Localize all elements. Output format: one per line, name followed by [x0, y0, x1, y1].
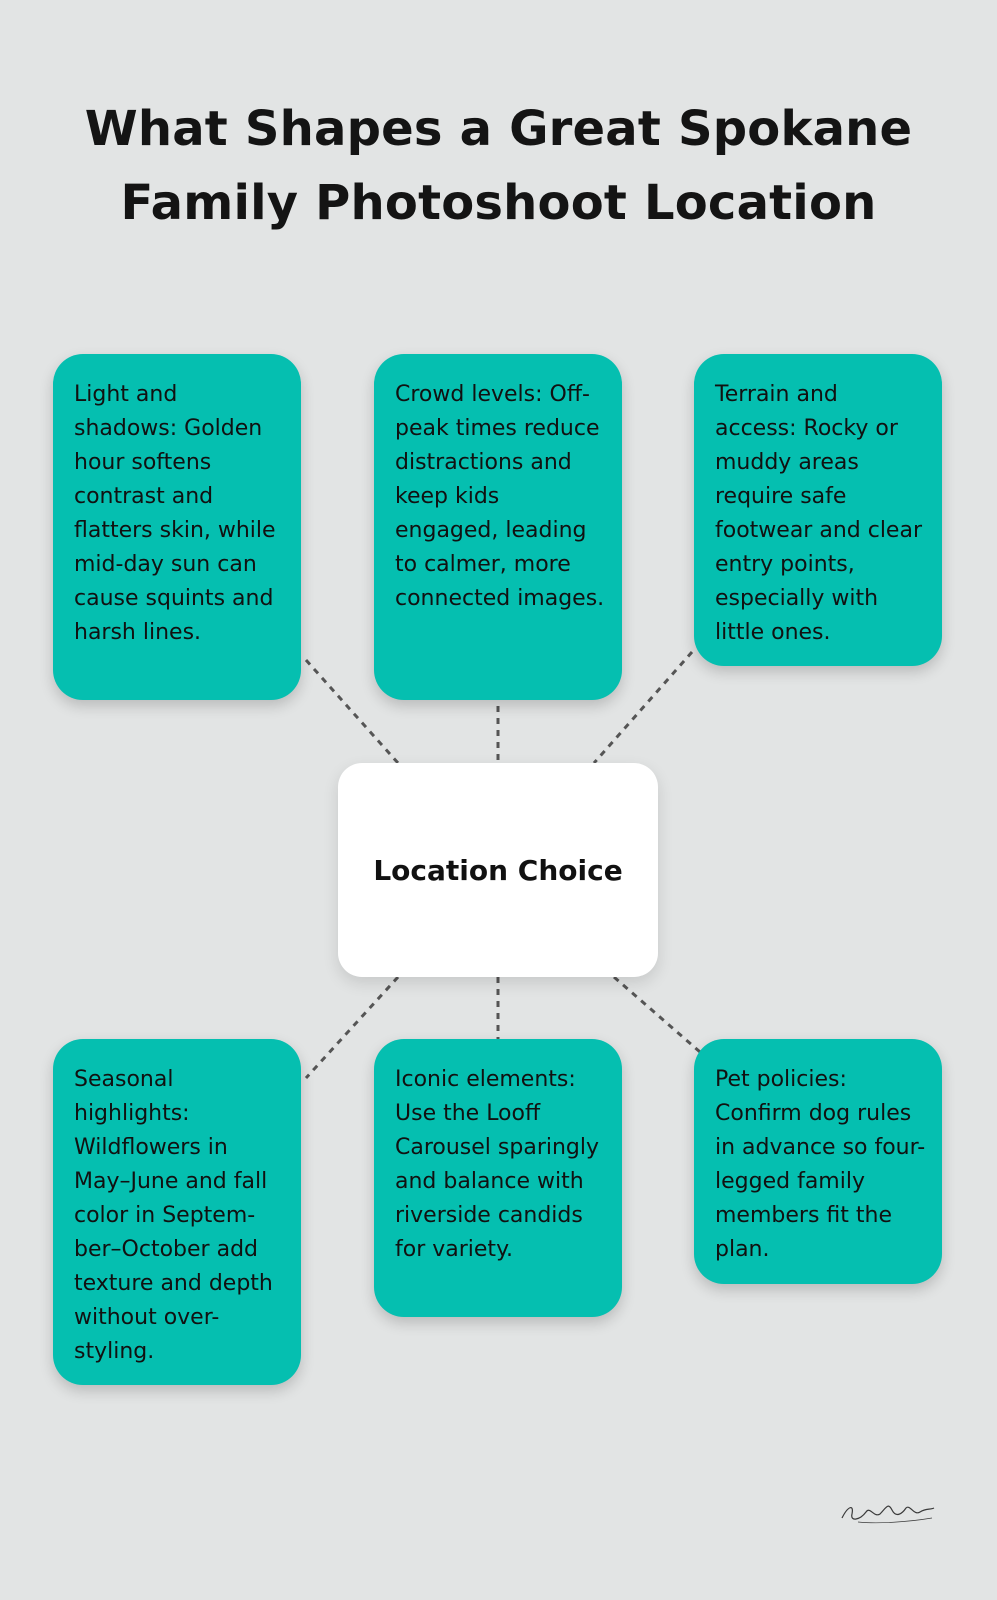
- factor-box-crowd: Crowd levels: Off-peak times reduce dist…: [374, 354, 622, 700]
- factor-text: Seasonal highlights: Wildflowers in May–…: [74, 1067, 273, 1364]
- factor-box-seasonal: Seasonal highlights: Wildflowers in May–…: [53, 1039, 301, 1385]
- title-line-1: What Shapes a Great Spokane: [84, 101, 913, 157]
- signature-logo: [841, 1505, 935, 1524]
- factor-box-light: Light and shadows: Golden hour softens c…: [53, 354, 301, 700]
- factor-text: Crowd levels: Off-peak times reduce dist…: [395, 382, 605, 611]
- page-title: What Shapes a Great Spokane Family Photo…: [0, 92, 997, 240]
- title-line-2: Family Photoshoot Location: [120, 175, 877, 231]
- factor-text: Light and shadows: Golden hour softens c…: [74, 382, 276, 645]
- connector-bottom-left: [304, 975, 400, 1080]
- factor-text: Terrain and access: Rocky or muddy areas…: [715, 382, 922, 645]
- factor-box-pet: Pet policies: Confirm dog rules in advan…: [694, 1039, 942, 1284]
- factor-text: Pet policies: Confirm dog rules in advan…: [715, 1067, 926, 1262]
- center-node: Location Choice: [338, 763, 658, 977]
- connector-bottom-right: [613, 975, 701, 1054]
- factor-box-iconic: Iconic elements: Use the Looff Carousel …: [374, 1039, 622, 1317]
- center-label: Location Choice: [373, 853, 623, 887]
- factor-box-terrain: Terrain and access: Rocky or muddy areas…: [694, 354, 942, 666]
- connector-top-right: [592, 651, 694, 764]
- factor-text: Iconic elements: Use the Looff Carousel …: [395, 1067, 600, 1262]
